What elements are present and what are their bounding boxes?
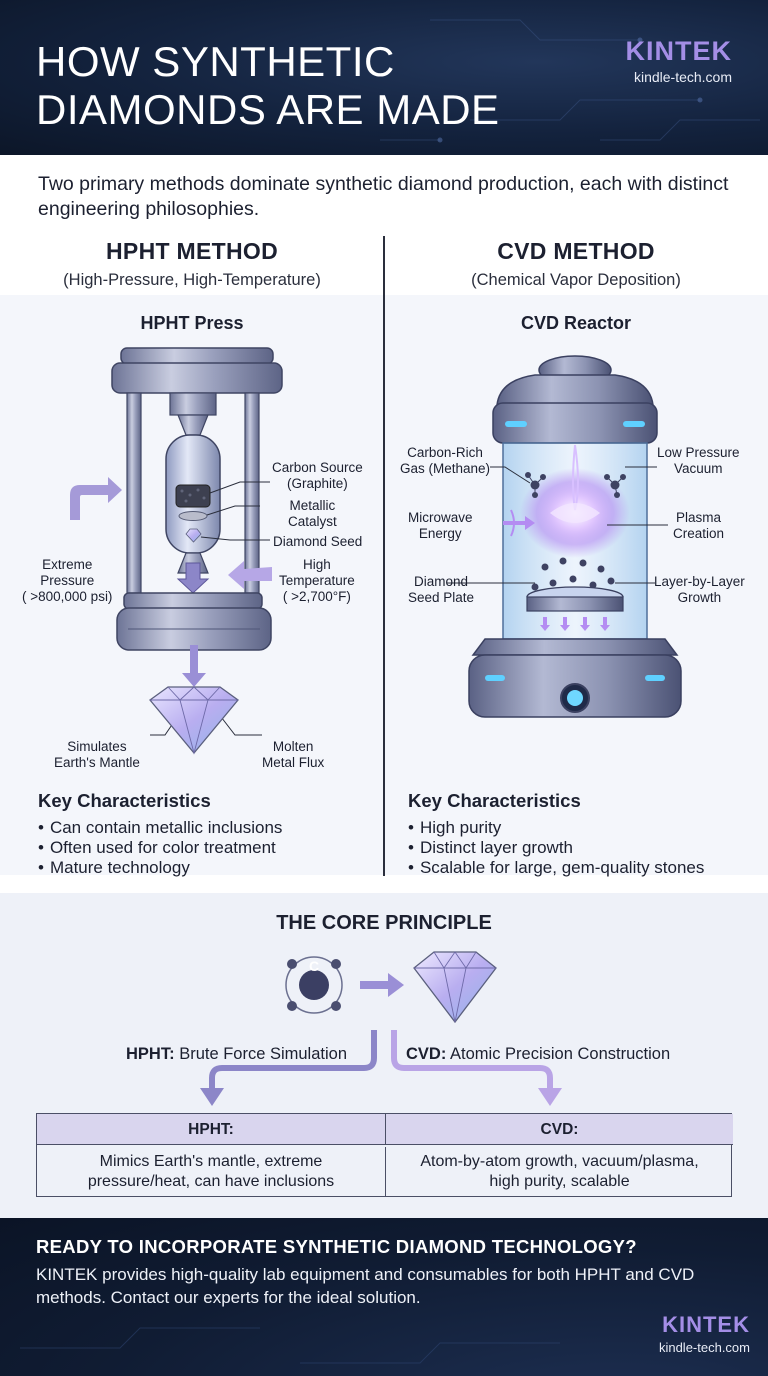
- table-header-hpht: HPHT:: [37, 1114, 385, 1145]
- list-item: High purity: [408, 818, 704, 838]
- table-cell-cvd: Atom-by-atom growth, vacuum/plasma,high …: [385, 1147, 733, 1196]
- leader-gas: [490, 466, 531, 484]
- atom-symbol: C: [308, 958, 320, 974]
- leader-seed: [200, 536, 270, 541]
- down-arrow-icon: [176, 562, 210, 594]
- list-item: Mature technology: [38, 858, 282, 878]
- cvd-key-characteristics: Key Characteristics High purity Distinct…: [408, 790, 704, 878]
- intro-text: Two primary methods dominate synthetic d…: [38, 173, 729, 220]
- growth-arrows: [540, 617, 610, 631]
- core-diamond-icon: [413, 951, 497, 1024]
- column-divider: [383, 236, 385, 876]
- circuit-pattern-decoration: [380, 19, 760, 143]
- label-diamond-seed: Diamond Seed: [273, 534, 363, 549]
- cvd-method-heading: CVD METHOD (Chemical Vapor Deposition): [471, 238, 681, 289]
- methane-molecule-right: [604, 474, 626, 498]
- footer-circuit-decoration: [20, 1327, 560, 1364]
- carbon-atoms: [531, 557, 615, 591]
- footer-text: KINTEK provides high-quality lab equipme…: [36, 1265, 695, 1307]
- output-arrow-icon: [182, 645, 206, 687]
- table-header-cvd: CVD:: [385, 1114, 733, 1145]
- cvd-reactor-illustration: [447, 355, 682, 718]
- transform-arrow-icon: [360, 973, 404, 997]
- hpht-press-illustration: [70, 347, 283, 755]
- list-item: Distinct layer growth: [408, 838, 704, 858]
- output-diamond-icon: [149, 686, 239, 755]
- core-principle-title: THE CORE PRINCIPLE: [276, 912, 492, 934]
- footer-cta: READY TO INCORPORATE SYNTHETIC DIAMOND T…: [0, 1218, 768, 1376]
- press-column-right: [244, 392, 260, 594]
- cvd-diagram-title: CVD Reactor: [520, 313, 632, 333]
- catalyst-disk: [178, 511, 208, 521]
- hpht-method-heading: HPHT METHOD (High-Pressure, High-Tempera…: [63, 238, 321, 289]
- footer-heading: READY TO INCORPORATE SYNTHETIC DIAMOND T…: [36, 1236, 637, 1257]
- brand-url: kindle-tech.com: [633, 69, 732, 85]
- press-top-cap: [120, 347, 274, 365]
- leader-flux: [217, 712, 262, 736]
- leader-catalyst: [206, 505, 260, 516]
- hpht-diagram-title: HPHT Press: [140, 313, 244, 333]
- core-principle-graphic: [200, 951, 562, 1106]
- header-banner: HOW SYNTHETIC DIAMONDS ARE MADE KINTEK k…: [0, 0, 768, 155]
- label-carbon-source: Carbon Source(Graphite): [272, 460, 363, 491]
- press-top-plate: [111, 362, 283, 394]
- carbon-atom-icon: [285, 956, 343, 1014]
- footer-brand-logo: KINTEK: [662, 1312, 750, 1337]
- microwave-arrow-icon: [503, 509, 535, 537]
- list-item: Often used for color treatment: [38, 838, 282, 858]
- brand-block: KINTEK kindle-tech.com: [626, 36, 733, 85]
- branch-arrow-cvd: [391, 1030, 562, 1106]
- list-item: Can contain metallic inclusions: [38, 818, 282, 838]
- hpht-key-characteristics: Key Characteristics Can contain metallic…: [38, 790, 282, 878]
- cvd-branch-label: CVD: Atomic Precision Construction: [406, 1045, 671, 1063]
- page-title: HOW SYNTHETIC DIAMONDS ARE MADE: [36, 38, 500, 133]
- leader-carbon: [209, 481, 270, 494]
- list-item: Scalable for large, gem-quality stones: [408, 858, 704, 878]
- brand-logo: KINTEK: [625, 36, 732, 66]
- pressure-arrow-icon: [70, 477, 122, 520]
- branch-arrow-hpht: [200, 1030, 377, 1106]
- upper-anvil: [177, 414, 209, 436]
- core-principle-panel: [0, 893, 768, 1218]
- footer-brand-block: KINTEK kindle-tech.com: [659, 1312, 750, 1355]
- graphite-block: [175, 484, 211, 508]
- hpht-branch-label: HPHT: Brute Force Simulation: [126, 1045, 348, 1063]
- methane-molecule-left: [525, 472, 546, 498]
- comparison-table: HPHT: CVD: Mimics Earth's mantle, extrem…: [36, 1113, 733, 1197]
- press-column-left: [126, 392, 142, 594]
- temperature-arrow-icon: [228, 561, 272, 589]
- diamond-seed-icon: [185, 528, 202, 543]
- footer-brand-url: kindle-tech.com: [658, 1340, 750, 1355]
